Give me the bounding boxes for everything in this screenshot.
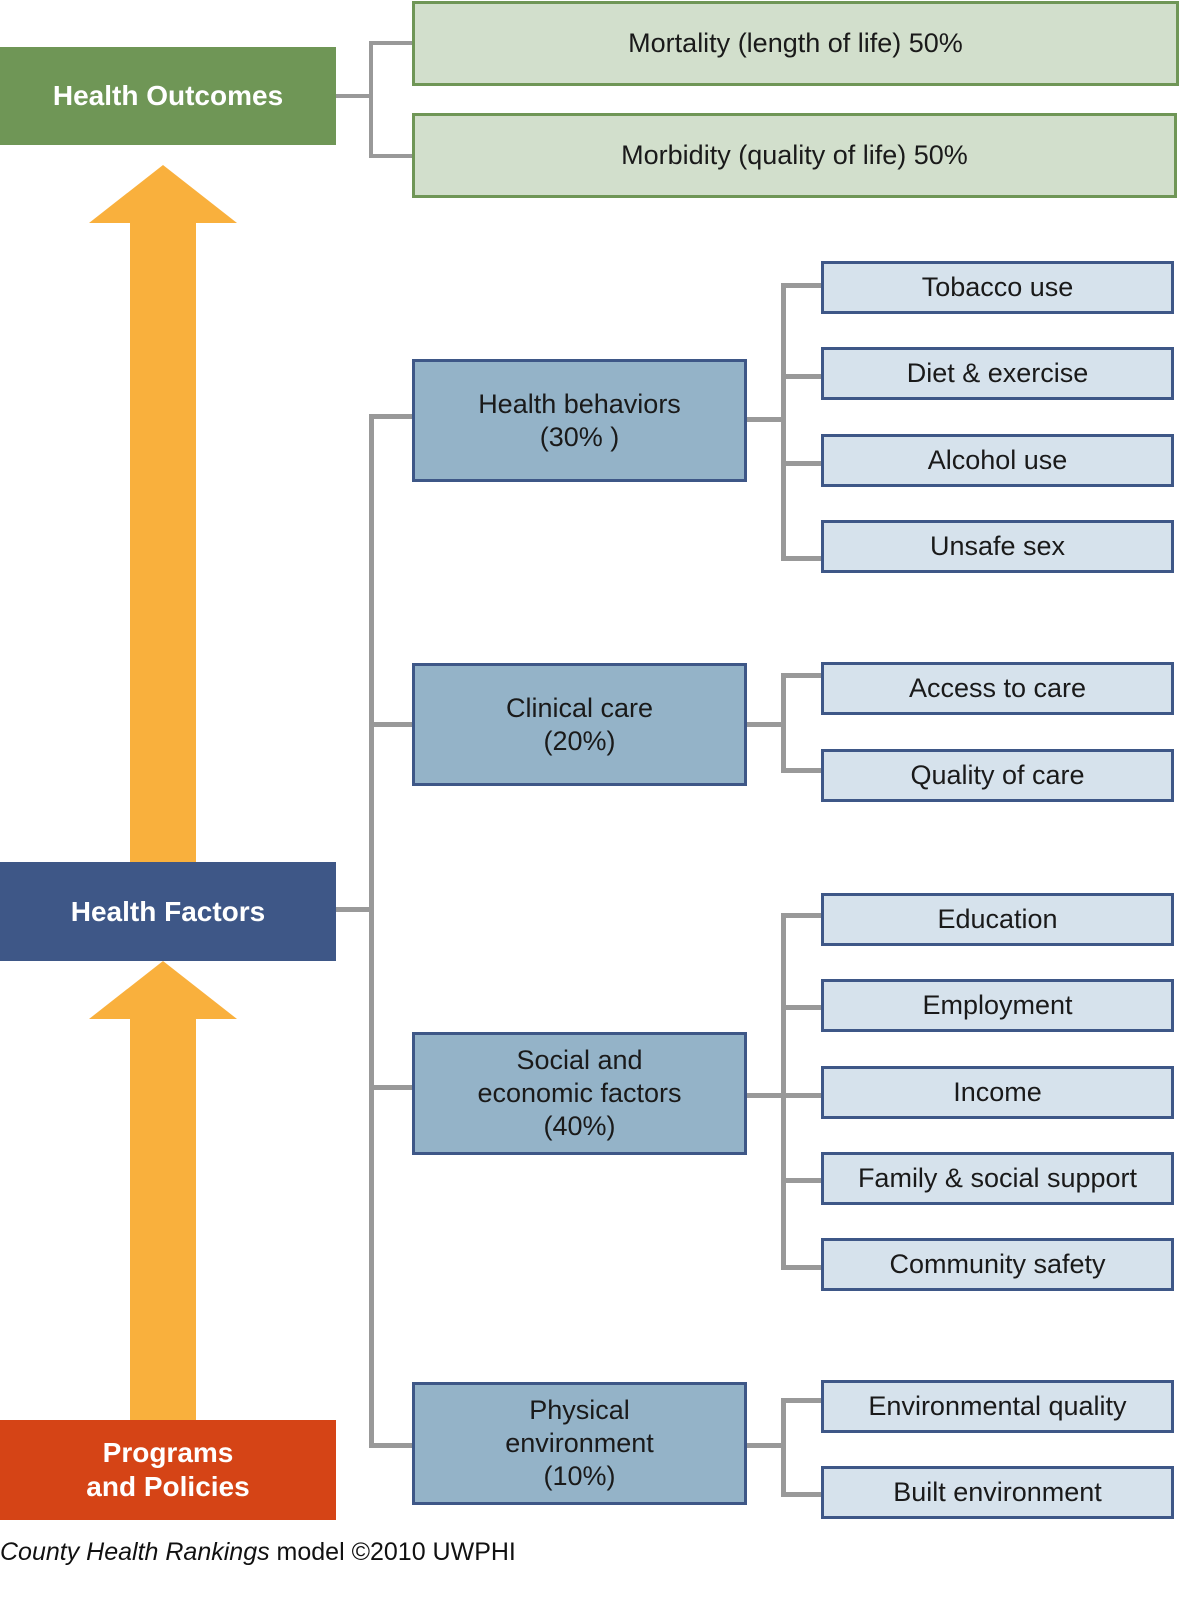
connector: [369, 722, 413, 727]
factor-label: Social and economic factors (40%): [477, 1045, 682, 1141]
sub-item-label: Unsafe sex: [929, 531, 1066, 561]
sub-item-access-to-care: Access to care: [821, 662, 1174, 715]
sub-item-label: Quality of care: [910, 760, 1085, 790]
outcome-item-mortality: Mortality (length of life) 50%: [412, 1, 1179, 86]
sub-item-unsafe-sex: Unsafe sex: [821, 520, 1174, 573]
connector: [369, 154, 413, 158]
connector: [369, 41, 373, 158]
outcome-item-morbidity: Morbidity (quality of life) 50%: [412, 113, 1177, 198]
sub-item-diet-exercise: Diet & exercise: [821, 347, 1174, 400]
connector: [369, 41, 413, 45]
connector: [369, 1443, 413, 1448]
connector: [781, 1178, 823, 1183]
sub-item-built-environment: Built environment: [821, 1466, 1174, 1519]
connector: [781, 673, 786, 773]
sub-item-community-safety: Community safety: [821, 1238, 1174, 1291]
connector: [781, 1265, 823, 1270]
sub-item-label: Tobacco use: [921, 272, 1074, 302]
sub-item-label: Environmental quality: [868, 1391, 1127, 1421]
programs-policies-label: Programs and Policies: [86, 1437, 250, 1502]
connector: [781, 283, 786, 561]
connector: [781, 1398, 823, 1403]
sub-item-label: Alcohol use: [927, 445, 1068, 475]
sub-item-label: Built environment: [893, 1477, 1102, 1507]
connector: [747, 722, 785, 727]
connector: [781, 556, 823, 561]
sub-item-label: Access to care: [908, 673, 1087, 703]
connector: [369, 414, 374, 1448]
sub-item-income: Income: [821, 1066, 1174, 1119]
factor-health-behaviors: Health behaviors (30% ): [412, 359, 747, 482]
outcome-item-label: Mortality (length of life) 50%: [628, 28, 963, 58]
caption-rest: model ©2010 UWPHI: [269, 1538, 516, 1566]
factor-label: Clinical care (20%): [505, 692, 654, 756]
connector: [369, 414, 413, 419]
sub-item-label: Education: [937, 904, 1058, 934]
connector: [781, 374, 823, 379]
health-outcomes-label: Health Outcomes: [52, 80, 284, 111]
factor-label: Physical environment (10%): [505, 1395, 654, 1491]
connector: [781, 1398, 786, 1497]
connector: [781, 768, 823, 773]
arrow-shaft-upper: [130, 222, 196, 864]
factor-social-economic: Social and economic factors (40%): [412, 1032, 747, 1155]
connector: [781, 283, 823, 288]
sub-item-tobacco-use: Tobacco use: [821, 261, 1174, 314]
sub-item-alcohol-use: Alcohol use: [821, 434, 1174, 487]
factor-physical-environment: Physical environment (10%): [412, 1382, 747, 1505]
connector: [781, 673, 823, 678]
connector: [336, 94, 372, 98]
connector: [781, 1492, 823, 1497]
arrow-head-lower: [89, 961, 237, 1019]
health-factors-box: Health Factors: [0, 862, 336, 961]
sub-item-environmental-quality: Environmental quality: [821, 1380, 1174, 1433]
connector: [781, 1005, 823, 1010]
connector: [781, 461, 823, 466]
connector: [336, 907, 372, 912]
sub-item-label: Diet & exercise: [906, 358, 1089, 388]
connector: [747, 1093, 785, 1098]
health-factors-label: Health Factors: [70, 895, 266, 927]
sub-item-label: Employment: [922, 990, 1073, 1020]
outcome-item-label: Morbidity (quality of life) 50%: [621, 140, 968, 170]
connector: [781, 913, 786, 1270]
connector: [747, 417, 785, 422]
sub-item-label: Income: [953, 1077, 1042, 1107]
factor-label: Health behaviors (30% ): [478, 388, 681, 452]
health-outcomes-box: Health Outcomes: [0, 47, 336, 145]
factor-clinical-care: Clinical care (20%): [412, 663, 747, 786]
sub-item-label: Community safety: [889, 1249, 1106, 1279]
connector: [781, 1093, 823, 1098]
sub-item-quality-of-care: Quality of care: [821, 749, 1174, 802]
sub-item-label: Family & social support: [857, 1163, 1138, 1193]
caption: County Health Rankings model ©2010 UWPHI: [0, 1538, 516, 1567]
connector: [781, 913, 823, 918]
arrow-shaft-lower: [130, 1018, 196, 1422]
sub-item-education: Education: [821, 893, 1174, 946]
sub-item-employment: Employment: [821, 979, 1174, 1032]
caption-title: County Health Rankings: [0, 1538, 270, 1566]
programs-policies-box: Programs and Policies: [0, 1420, 336, 1520]
sub-item-family-social-support: Family & social support: [821, 1152, 1174, 1205]
connector: [747, 1443, 785, 1448]
arrow-head-upper: [89, 165, 237, 223]
connector: [369, 1085, 413, 1090]
